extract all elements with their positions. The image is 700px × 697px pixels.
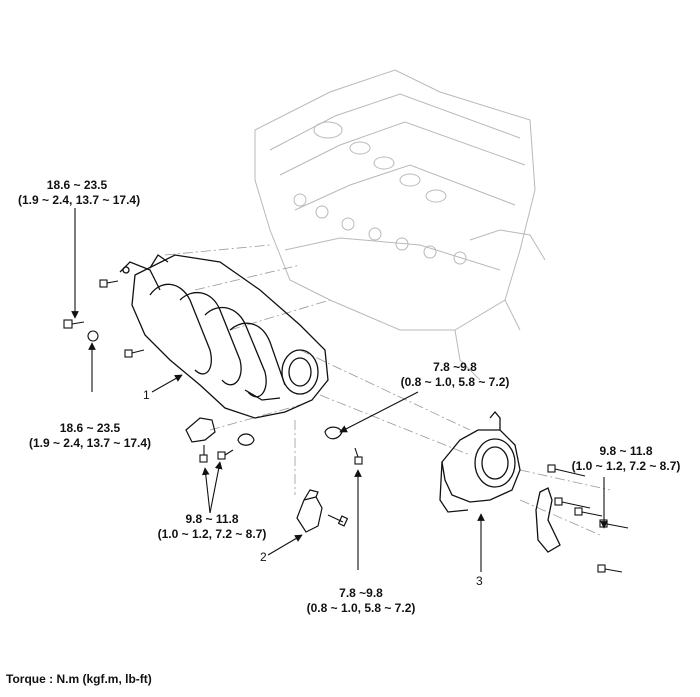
- torque-value-alt: (0.8 ~ 1.0, 5.8 ~ 7.2): [400, 375, 510, 389]
- torque-value-alt: (0.8 ~ 1.0, 5.8 ~ 7.2): [306, 601, 416, 615]
- manifold-brackets: [185, 417, 343, 446]
- torque-callout: 18.6 ~ 23.5 (1.9 ~ 2.4, 13.7 ~ 17.4): [18, 178, 141, 208]
- bolt: [574, 507, 603, 517]
- throttle-body: [439, 410, 561, 553]
- bolt: [354, 447, 363, 465]
- torque-value-nm: 7.8 ~9.8: [433, 360, 477, 374]
- part-number-3: 3: [476, 574, 483, 588]
- torque-value-alt: (1.0 ~ 1.2, 7.2 ~ 8.7): [157, 527, 267, 541]
- torque-callout: 18.6 ~ 23.5 (1.9 ~ 2.4, 13.7 ~ 17.4): [20, 421, 160, 451]
- torque-callout: 9.8 ~ 11.8 (1.0 ~ 1.2, 7.2 ~ 8.7): [560, 444, 692, 474]
- bolt: [99, 279, 119, 288]
- sensor-part: [296, 489, 349, 533]
- torque-value-nm: 9.8 ~ 11.8: [599, 444, 653, 458]
- torque-callout: 7.8 ~9.8 (0.8 ~ 1.0, 5.8 ~ 7.2): [390, 360, 520, 390]
- torque-value-nm: 9.8 ~ 11.8: [185, 512, 239, 526]
- torque-value-alt: (1.9 ~ 2.4, 13.7 ~ 17.4): [18, 193, 141, 207]
- torque-callout: 7.8 ~9.8 (0.8 ~ 1.0, 5.8 ~ 7.2): [296, 586, 426, 616]
- bolt: [124, 349, 145, 358]
- bolt: [199, 445, 208, 463]
- torque-value-nm: 18.6 ~ 23.5: [46, 178, 108, 192]
- torque-value-alt: (1.0 ~ 1.2, 7.2 ~ 8.7): [571, 459, 681, 473]
- part-number-2: 2: [260, 550, 267, 564]
- bolt: [87, 330, 99, 342]
- torque-callout: 9.8 ~ 11.8 (1.0 ~ 1.2, 7.2 ~ 8.7): [142, 512, 282, 542]
- torque-value-nm: 18.6 ~ 23.5: [59, 421, 121, 435]
- bolt: [547, 464, 586, 477]
- bolt: [63, 319, 85, 329]
- torque-units-note: Torque : N.m (kgf.m, lb-ft): [6, 672, 152, 686]
- torque-value-nm: 7.8 ~9.8: [339, 586, 383, 600]
- leader-lines: [71, 208, 608, 572]
- engine-block-outline: [254, 69, 546, 381]
- alignment-lines: [164, 244, 611, 536]
- part-number-1: 1: [143, 388, 150, 402]
- bolt: [554, 497, 591, 509]
- torque-value-alt: (1.9 ~ 2.4, 13.7 ~ 17.4): [28, 436, 152, 450]
- bolt: [217, 449, 234, 460]
- bolt: [597, 564, 623, 573]
- intake-manifold: [119, 254, 329, 419]
